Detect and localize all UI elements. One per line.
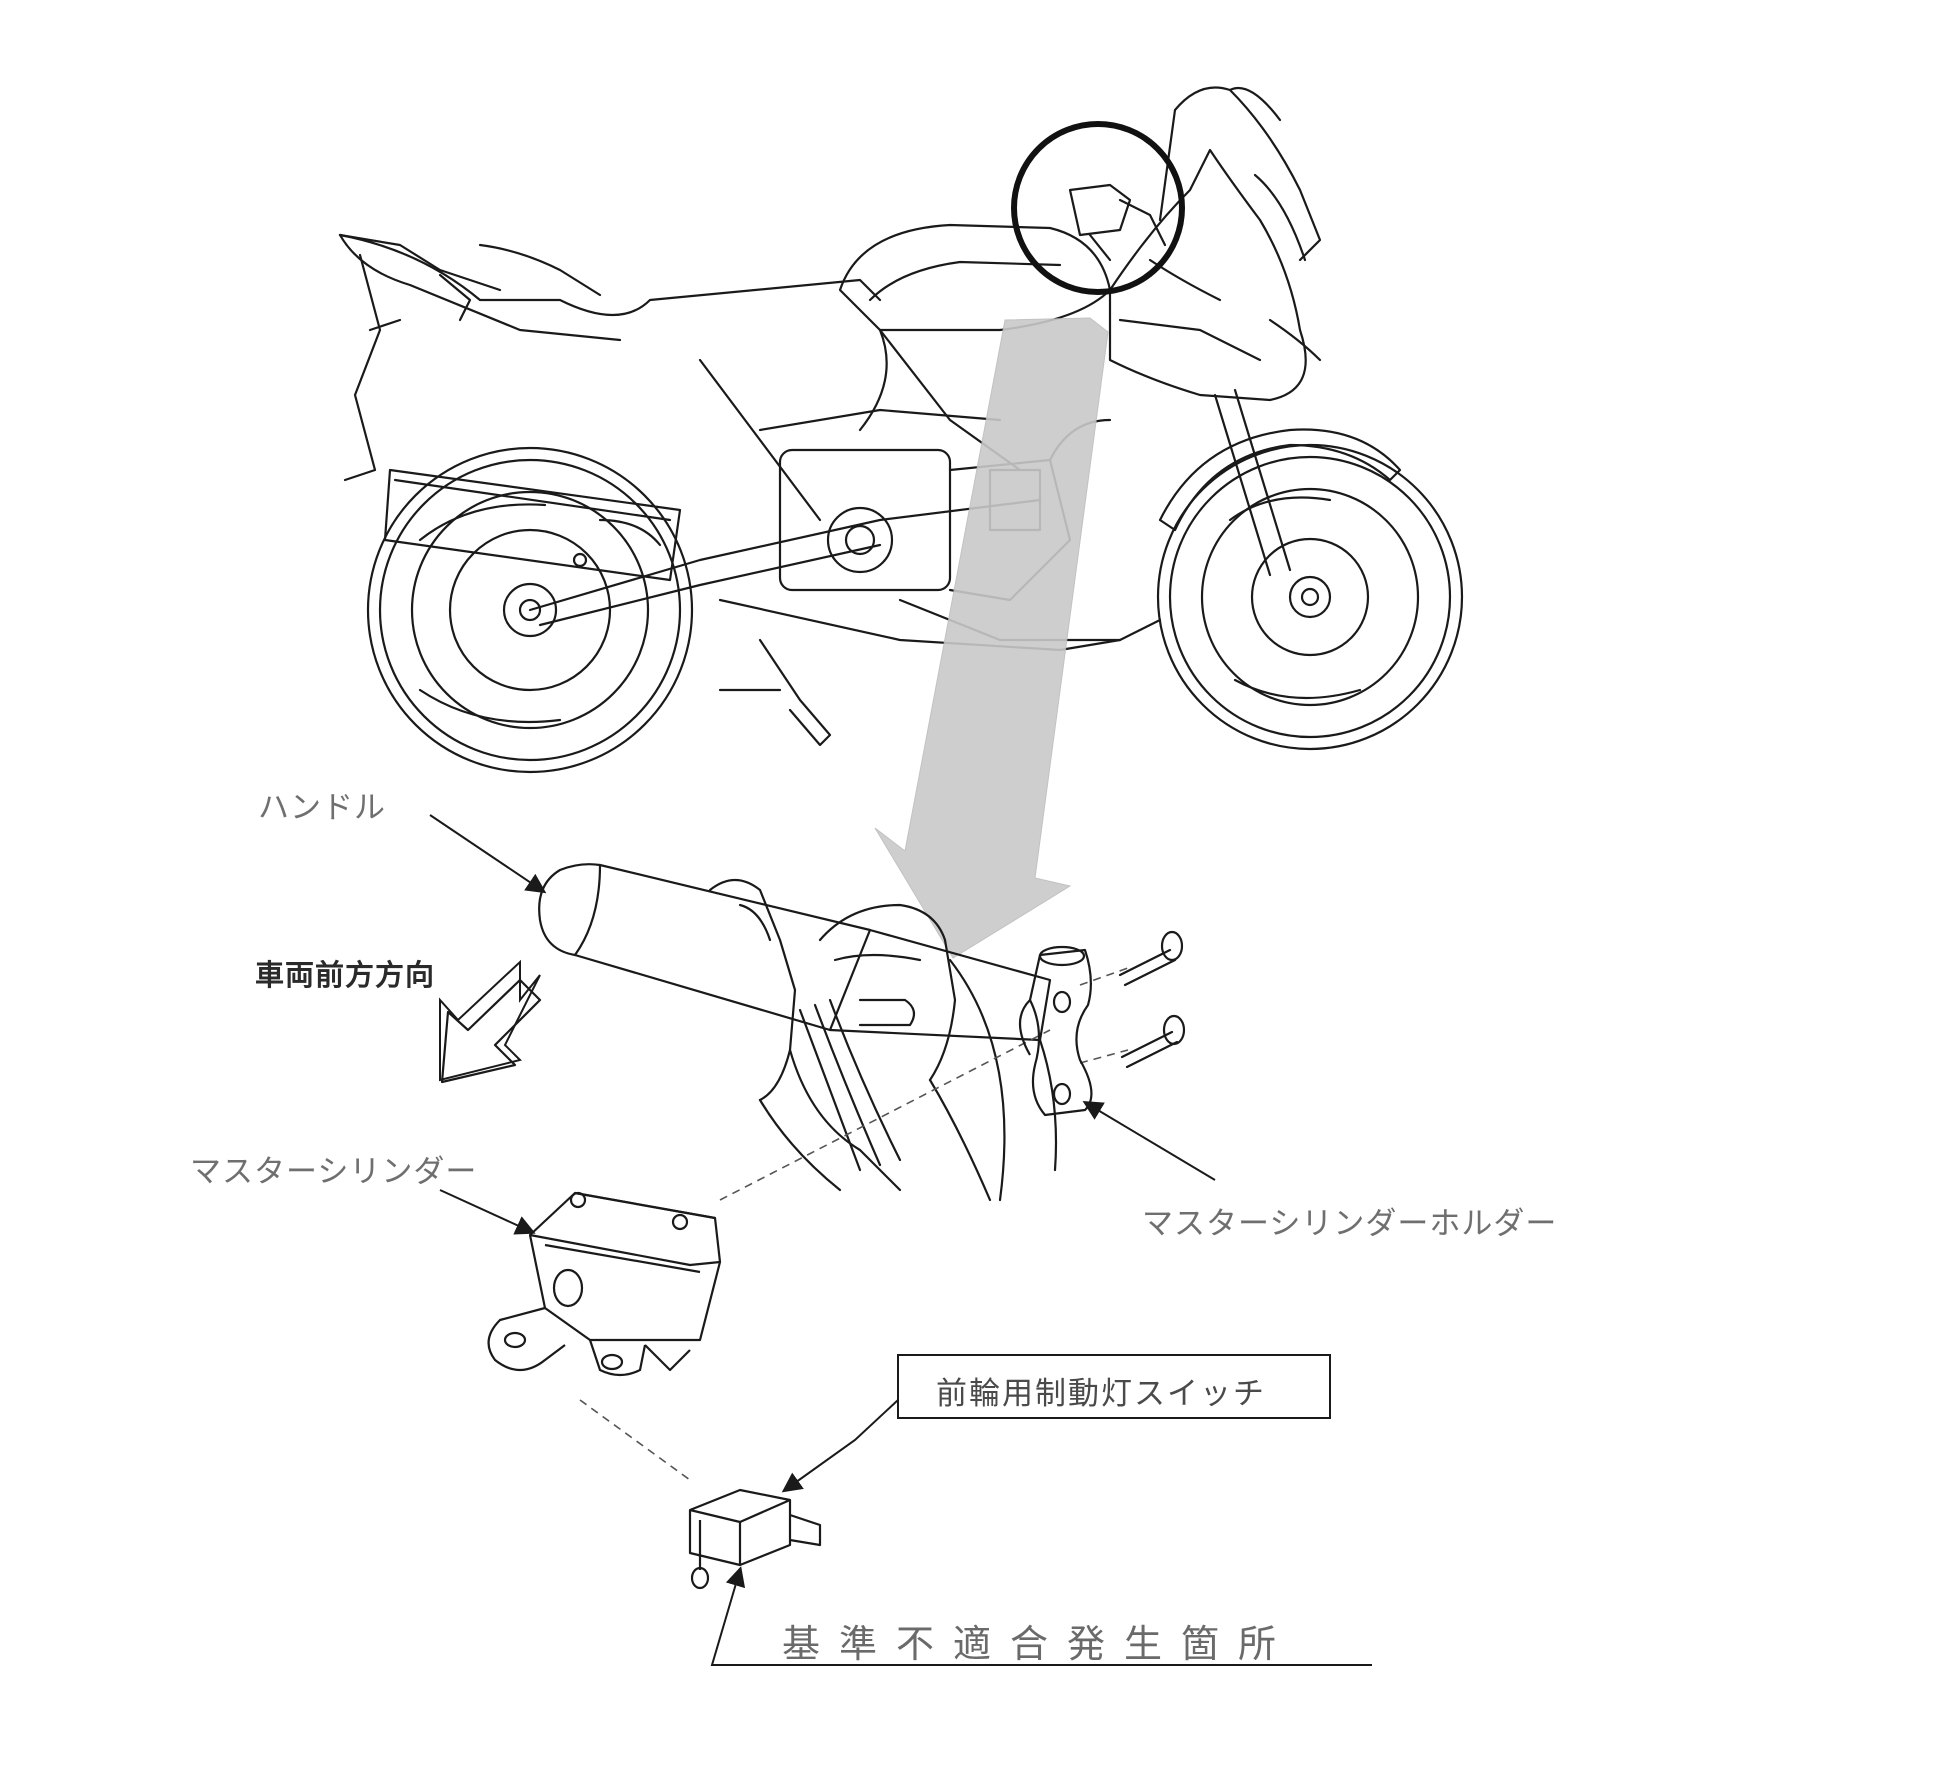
zoom-circle <box>1011 121 1185 295</box>
front-brake-light-switch-label: 前輪用制動灯スイッチ <box>936 1376 1266 1412</box>
handle-leader <box>429 814 547 894</box>
assembly-guide-lines <box>579 967 1129 1481</box>
master-cylinder-leader <box>439 1189 536 1235</box>
handlebar-illustration <box>538 863 1058 1202</box>
switch-label-box <box>897 1354 1331 1419</box>
master-cylinder-illustration <box>487 1191 722 1377</box>
master-cylinder-holder-illustration <box>1019 945 1093 1117</box>
vehicle-front-direction-arrow <box>439 959 541 1082</box>
front-wheel <box>1156 443 1464 751</box>
master-cylinder-holder-label: マスターシリンダーホルダー <box>1142 1206 1558 1242</box>
direction-arrow-outline <box>440 978 542 1084</box>
holder-leader <box>1082 1100 1216 1181</box>
nonconformity-location-label: 基準不適合発生箇所 <box>782 1622 1296 1666</box>
leader-lines <box>429 814 1372 1666</box>
handle-label: ハンドル <box>258 790 386 826</box>
motorcycle-illustration <box>338 86 1464 774</box>
handle-grip <box>538 863 872 1032</box>
nonconformity-leader <box>710 1566 1372 1666</box>
zoom-arrow <box>874 317 1109 959</box>
brake-switch-illustration <box>688 1488 822 1590</box>
switch-leader <box>781 1399 899 1493</box>
rear-wheel <box>366 446 694 774</box>
vehicle-front-direction-label: 車両前方方向 <box>255 958 436 992</box>
holder-bolts <box>1118 930 1186 1069</box>
master-cylinder-label: マスターシリンダー <box>190 1154 478 1190</box>
